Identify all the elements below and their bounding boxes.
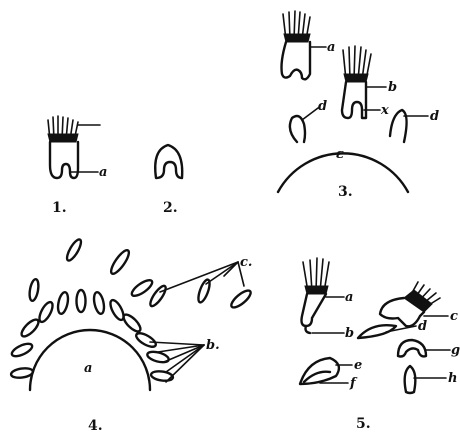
fig3-free-cell [282, 11, 311, 79]
figure-4: a [10, 238, 253, 433]
figure-1: a 1. [48, 116, 107, 216]
fig2-cell [155, 145, 182, 178]
fig5-cell-g [398, 340, 426, 357]
fig3-label-b: b [388, 80, 397, 95]
fig3-label-x: x [380, 103, 389, 118]
fig5-label-e: e [354, 358, 362, 373]
fig5-label-f: f [349, 376, 358, 391]
fig5-label-h: h [448, 371, 457, 386]
fig5-label-g: g [451, 343, 460, 358]
fig4-label-a: a [84, 361, 92, 376]
figure-3: a ε b x d d 3. [278, 11, 439, 200]
fig3-attached-cell [342, 46, 371, 118]
fig2-number: 2. [163, 200, 178, 216]
fig3-label-d-left: d [318, 99, 327, 114]
fig3-pointer-d-left [302, 108, 318, 120]
fig3-label-a: a [327, 40, 335, 55]
fig4-label-c: c. [240, 255, 252, 270]
fig5-label-a: a [345, 290, 353, 305]
fig1-number: 1. [52, 200, 67, 216]
fig5-cell-a [302, 258, 330, 333]
fig1-cell [48, 116, 78, 178]
fig4-number: 4. [88, 418, 103, 433]
fig4-label-b: b. [206, 338, 220, 353]
fig5-number: 5. [356, 416, 371, 432]
fig4-hemisphere [30, 330, 150, 390]
fig3-bud-right [390, 110, 407, 142]
fig1-label-a: a [99, 165, 107, 180]
figure-5: a b c d e f g h 5. [300, 258, 460, 432]
fig5-label-d: d [418, 319, 427, 334]
fig5-cell-h [405, 366, 416, 393]
figure-2: 2. [155, 145, 182, 216]
fig3-label-e: ε [336, 147, 344, 162]
fig3-number: 3. [338, 184, 353, 200]
fig5-pointer-d [386, 326, 416, 332]
fig5-label-c: c [450, 309, 458, 324]
fig5-cell-c [380, 282, 440, 326]
fig5-cell-ef [300, 358, 339, 384]
fig5-label-b: b [345, 326, 354, 341]
fig3-label-d-right: d [430, 109, 439, 124]
